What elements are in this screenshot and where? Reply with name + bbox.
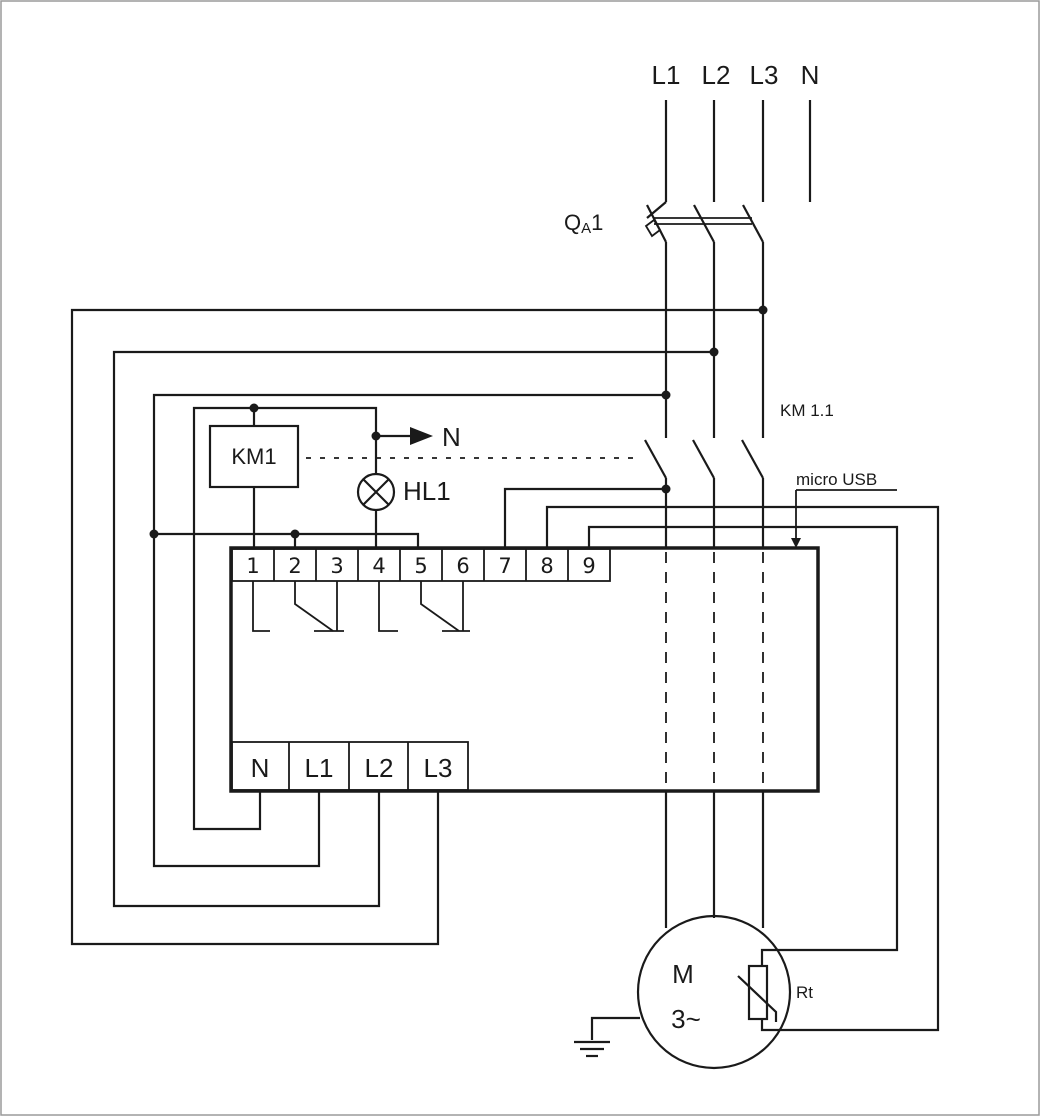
terminal-4: 4 [372,554,385,578]
supply-feed-wires [70,308,763,946]
coil-label: KM1 [231,444,276,469]
terminal-3: 3 [330,554,343,578]
supply-label-l2: L2 [702,60,731,90]
relay-contacts-internal [252,581,470,632]
thermistor-label: Rt [796,983,813,1002]
input-terminal-l3: L3 [424,753,453,783]
neutral-arrow-label: N [442,422,461,452]
terminal-1: 1 [246,554,259,578]
lamp-hl1 [356,436,396,548]
supply-label-l1: L1 [652,60,681,90]
usb-label: micro USB [796,470,877,489]
breaker-qa1 [644,201,764,243]
junction-nodes [149,305,768,539]
input-terminal-l1: L1 [305,753,334,783]
bottom-terminal-block [231,741,469,791]
supply-label-l3: L3 [750,60,779,90]
motor-label: M [672,959,694,989]
contactor-km1-1 [306,439,764,479]
input-terminal-n: N [251,753,270,783]
breaker-label: QA1 [564,210,603,237]
thermistor-rt [737,964,778,1022]
neutral-arrow [376,427,433,445]
supply-label-n: N [801,60,820,90]
terminal-9: 9 [582,554,595,578]
thermistor-wires [545,505,940,1032]
terminal-2: 2 [288,554,301,578]
usb-pointer [791,489,897,548]
supply-lines [664,100,812,202]
terminal-7-wire [503,487,666,548]
terminal-8: 8 [540,554,553,578]
ground-icon [574,1016,640,1058]
terminal-7: 7 [498,554,511,578]
lamp-label: HL1 [403,476,451,506]
contactor-label: KM 1.1 [780,401,834,420]
motor-circle [636,914,792,1070]
phase-lines-mid [664,242,765,438]
relay-body [229,546,820,793]
terminal-6: 6 [456,554,469,578]
motor-phase-label: 3~ [671,1004,701,1034]
terminal-5: 5 [414,554,427,578]
motor-leads [664,478,765,928]
input-terminal-l2: L2 [365,753,394,783]
